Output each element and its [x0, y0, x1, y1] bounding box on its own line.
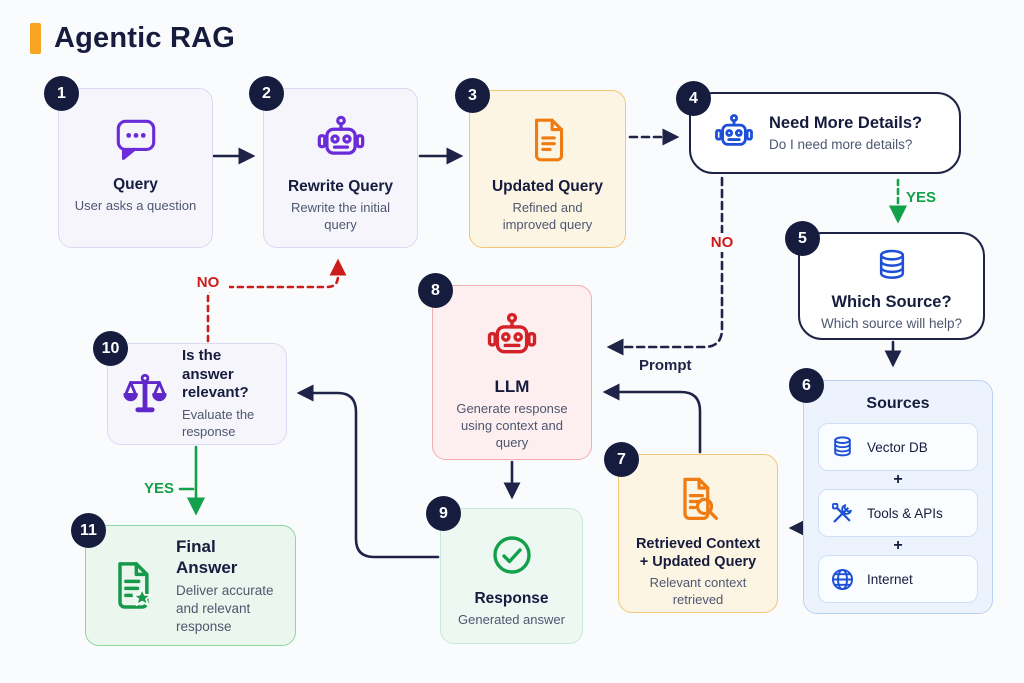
node-which-source: 5 Which Source? Which source will help? [785, 221, 985, 340]
node-response-subtitle: Generated answer [458, 612, 565, 628]
tools-icon [829, 500, 856, 527]
node-rewrite-title: Rewrite Query [287, 178, 394, 195]
node-final-title: Final Answer [176, 536, 238, 578]
check-circle-icon [488, 531, 536, 579]
source-item-label: Internet [867, 571, 913, 587]
node-details-title: Need More Details? [769, 113, 923, 132]
no-label-prompt: NO [701, 233, 743, 252]
yes-label-source: YES [906, 189, 937, 206]
node-retrieved-subtitle: Relevant context retrieved [649, 575, 747, 608]
node-response: 9 Response Generated answer [426, 496, 583, 644]
node-source-title: Which Source? [831, 293, 952, 311]
node-llm-title: LLM [494, 377, 530, 396]
node-sources-title: Sources [866, 395, 930, 412]
node-source-subtitle: Which source will help? [820, 315, 963, 331]
node-sources: 6 Sources Vector DB + [789, 368, 993, 614]
robot-icon [315, 113, 367, 165]
source-item-tools-apis: Tools & APIs [818, 489, 978, 537]
source-item-internet: Internet [818, 555, 978, 603]
accent-bar [30, 23, 41, 54]
node-retrieved-title: Retrieved Context + Updated Query [635, 536, 761, 571]
arrow-details-no-to-llm [606, 176, 724, 356]
arrow-retrieved-to-llm [602, 383, 702, 454]
arrow-relevant-no-to-rewrite [206, 258, 347, 343]
node-query: 1 Query User asks a question [44, 76, 213, 248]
node-updated-query: 3 Updated Query Refined and improved que… [455, 78, 626, 248]
scales-icon [122, 371, 168, 417]
database-icon [872, 246, 912, 286]
plus-separator: + [893, 471, 903, 488]
node-response-badge: 9 [426, 496, 461, 531]
arrow-response-to-relevant [296, 384, 440, 559]
node-final-answer: 11 Final Answer Deliver accurate and rel… [71, 513, 296, 646]
plus-separator: + [893, 537, 903, 554]
no-label-rewrite: NO [187, 273, 229, 292]
yes-label-final: YES [144, 480, 175, 497]
node-llm-subtitle: Generate response using context and quer… [456, 401, 568, 451]
page-header: Agentic RAG [30, 22, 235, 55]
node-need-details: 4 Need More Details? Do I need more deta… [676, 81, 961, 174]
robot-icon [713, 112, 755, 154]
robot-icon [485, 310, 539, 364]
node-final-subtitle: Deliver accurate and relevant response [176, 583, 274, 634]
node-retrieved-badge: 7 [604, 442, 639, 477]
node-retrieved-context: 7 Retrieved Context + Updated Query Rele… [604, 442, 778, 613]
node-relevant-subtitle: Evaluate the response [182, 407, 255, 440]
node-final-badge: 11 [71, 513, 106, 548]
node-updated-title: Updated Query [491, 178, 604, 195]
document-star-icon [106, 558, 162, 614]
node-query-title: Query [113, 176, 158, 193]
node-rewrite-badge: 2 [249, 76, 284, 111]
node-answer-relevant: 10 Is the answer relevant? Evaluate the … [93, 331, 287, 445]
document-search-icon [672, 475, 724, 527]
chat-icon [111, 113, 161, 163]
prompt-label: Prompt [639, 357, 692, 374]
globe-icon [829, 566, 856, 593]
node-rewrite-subtitle: Rewrite the initial query [291, 200, 390, 233]
document-icon [523, 115, 573, 165]
node-source-badge: 5 [785, 221, 820, 256]
node-response-title: Response [474, 590, 549, 607]
node-llm-badge: 8 [418, 273, 453, 308]
source-item-vector-db: Vector DB [818, 423, 978, 471]
node-relevant-title: Is the answer relevant? [182, 346, 249, 402]
node-details-subtitle: Do I need more details? [769, 136, 913, 152]
node-query-badge: 1 [44, 76, 79, 111]
node-query-subtitle: User asks a question [74, 198, 197, 214]
node-details-badge: 4 [676, 81, 711, 116]
database-icon [829, 434, 856, 461]
page-title: Agentic RAG [54, 22, 236, 54]
node-relevant-badge: 10 [93, 331, 128, 366]
node-sources-badge: 6 [789, 368, 824, 403]
node-rewrite-query: 2 Rewrite Query Rewrite the initial quer… [249, 76, 418, 248]
node-updated-subtitle: Refined and improved query [502, 200, 593, 233]
node-updated-badge: 3 [455, 78, 490, 113]
source-item-label: Tools & APIs [867, 505, 943, 521]
node-llm: 8 LLM Generate response using context an… [418, 273, 592, 460]
source-item-label: Vector DB [867, 439, 928, 455]
